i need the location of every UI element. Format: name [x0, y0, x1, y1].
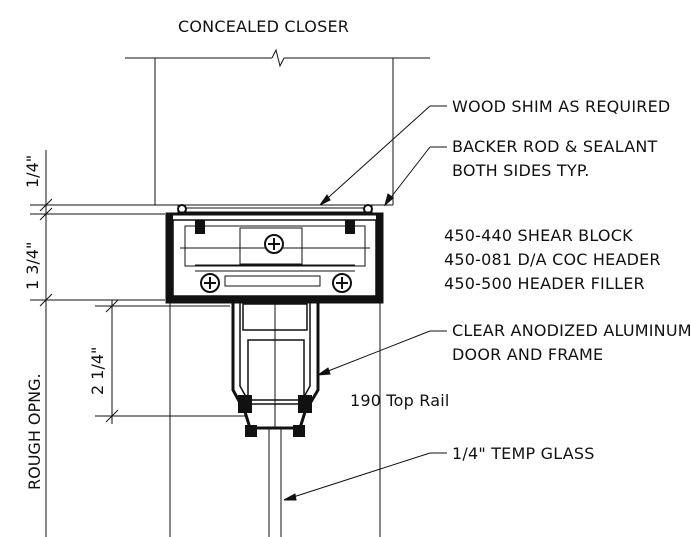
- frame-jamb-lines: [169, 302, 381, 537]
- callout-aluminum-line2: DOOR AND FRAME: [452, 345, 603, 364]
- leader-backer-rod: [384, 146, 447, 207]
- leader-aluminum: [316, 330, 447, 376]
- callout-backer-rod-line2: BOTH SIDES TYP.: [452, 161, 590, 180]
- leader-wood-shim: [319, 105, 447, 206]
- callout-glass: 1/4" TEMP GLASS: [452, 444, 595, 463]
- concealed-closer-outline: [154, 58, 394, 206]
- screw-top: [264, 234, 284, 254]
- dimension-line-left: [39, 150, 53, 537]
- callout-backer-rod-line1: BACKER ROD & SEALANT: [452, 137, 658, 156]
- callout-aluminum-line1: CLEAR ANODIZED ALUMINUM: [452, 321, 691, 340]
- dimension-line-rail: [105, 299, 119, 424]
- dim-rail-label: 2 1/4": [88, 347, 107, 395]
- dim-header-label: 1 3/4": [23, 242, 42, 290]
- leader-glass: [283, 452, 447, 501]
- dim-gap-label: 1/4": [23, 155, 42, 188]
- screw-right: [332, 273, 352, 293]
- dim-rough-opening-label: ROUGH OPNG.: [25, 373, 44, 490]
- glass-panel: [268, 300, 282, 537]
- callout-top-rail: 190 Top Rail: [350, 391, 450, 410]
- callout-wood-shim: WOOD SHIM AS REQUIRED: [452, 97, 670, 116]
- break-line: [125, 48, 430, 68]
- callout-coc-header: 450-081 D/A COC HEADER: [444, 250, 661, 269]
- drawing-title: CONCEALED CLOSER: [178, 17, 349, 36]
- callout-shear-block: 450-440 SHEAR BLOCK: [444, 226, 633, 245]
- callout-header-filler: 450-500 HEADER FILLER: [444, 274, 645, 293]
- dimension-extension-lines: [30, 204, 245, 417]
- wood-shim: [177, 204, 373, 213]
- screw-left: [200, 273, 220, 293]
